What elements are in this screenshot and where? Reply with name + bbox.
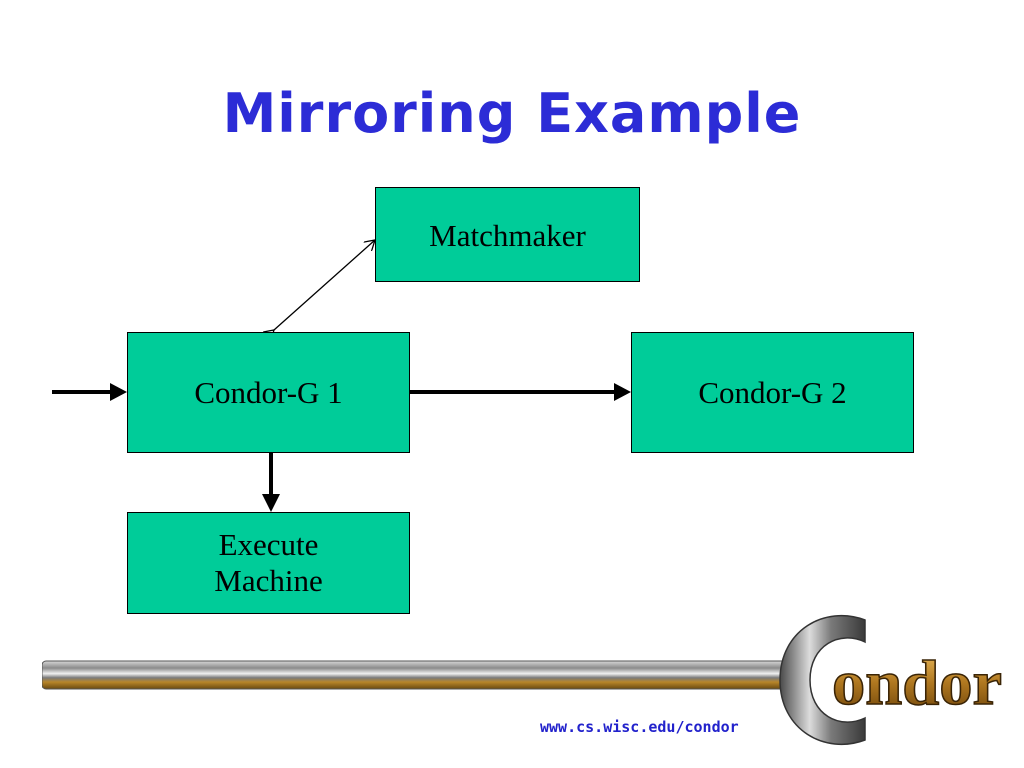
node-condor-g2-label: Condor-G 2 (698, 374, 847, 410)
node-execute-machine-label: Execute Machine (214, 527, 323, 598)
slide-title: Mirroring Example (222, 82, 802, 145)
node-condor-g2: Condor-G 2 (631, 332, 914, 453)
node-matchmaker: Matchmaker (375, 187, 640, 282)
edge-condor-g1-matchmaker (274, 240, 375, 330)
condor-logo: ondor (779, 615, 1003, 745)
node-condor-g1: Condor-G 1 (127, 332, 410, 453)
footer-bar (42, 660, 802, 690)
node-matchmaker-label: Matchmaker (429, 218, 586, 253)
node-condor-g1-label: Condor-G 1 (194, 374, 343, 410)
arrowhead-condor-g1-to-condor-g2 (614, 383, 631, 401)
node-execute-machine: Execute Machine (127, 512, 410, 614)
logo-c-glyph (779, 615, 866, 745)
arrowhead-external-to-condor-g1 (110, 383, 127, 401)
arrowhead-condor-g1-to-execute (262, 494, 280, 512)
logo-ondor-text: ondor (832, 647, 1002, 718)
footer-url: www.cs.wisc.edu/condor (540, 718, 739, 736)
